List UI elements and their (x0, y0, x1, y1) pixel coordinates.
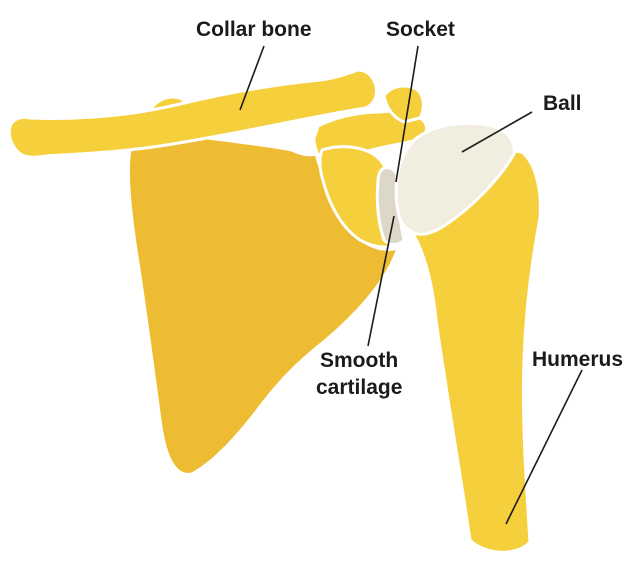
smooth-cartilage-label-line2: cartilage (316, 376, 402, 399)
socket-label: Socket (386, 18, 455, 41)
humerus-label: Humerus (532, 348, 623, 371)
ball-label: Ball (543, 92, 582, 115)
smooth-cartilage-label-line1: Smooth (320, 349, 398, 372)
collar-bone-label: Collar bone (196, 18, 312, 41)
